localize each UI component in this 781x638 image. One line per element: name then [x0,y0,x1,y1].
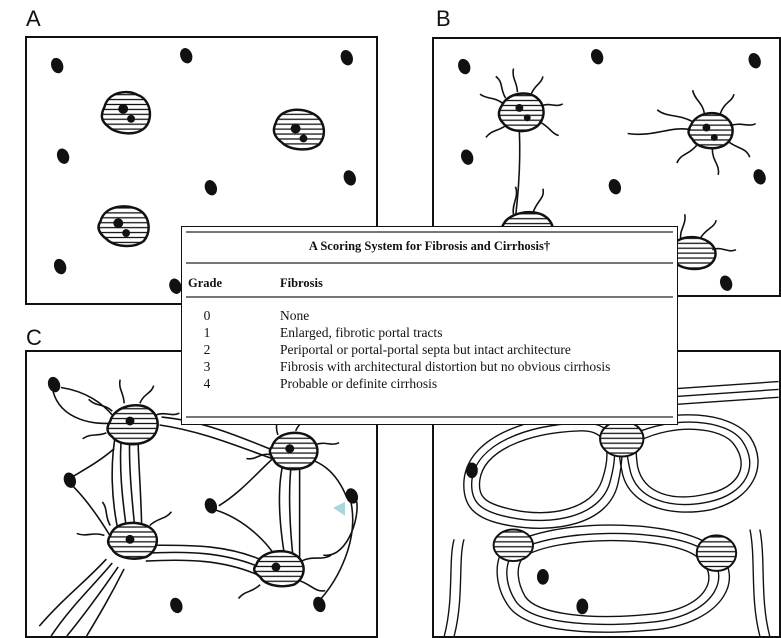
grade-cell: 3 [202,359,212,375]
fibrosis-cell: Periportal or portal-portal septa but in… [280,342,571,358]
bottom-rule [186,416,673,418]
portal-tracts [99,92,324,246]
fibrosis-column-header: Fibrosis [280,276,323,291]
table-row: 3 Fibrosis with architectural distortion… [182,359,677,375]
table-title: A Scoring System for Fibrosis and Cirrho… [182,239,677,254]
panel-b-label: B [436,8,451,30]
fibrosis-cell: None [280,308,309,324]
table-row: 1 Enlarged, fibrotic portal tracts [182,325,677,341]
header-rule [186,296,673,298]
grade-cell: 0 [202,308,212,324]
grade-cell: 1 [202,325,212,341]
nodule-junctions [466,421,736,614]
fibrosis-cell: Fibrosis with architectural distortion b… [280,359,610,375]
grade-column-header: Grade [188,276,222,291]
fibrosis-cell: Enlarged, fibrotic portal tracts [280,325,442,341]
table-row: 2 Periportal or portal-portal septa but … [182,342,677,358]
cursor-marker [333,502,345,516]
table-row: 4 Probable or definite cirrhosis [182,376,677,392]
grade-cell: 4 [202,376,212,392]
title-rule [186,262,673,264]
fibrosis-cell: Probable or definite cirrhosis [280,376,437,392]
table-row: 0 None [182,308,677,324]
fibrosis-scoring-table: A Scoring System for Fibrosis and Cirrho… [181,226,678,425]
panel-a-label: A [26,8,41,30]
top-rule [186,231,673,233]
grade-cell: 2 [202,342,212,358]
panel-c-label: C [26,327,42,349]
